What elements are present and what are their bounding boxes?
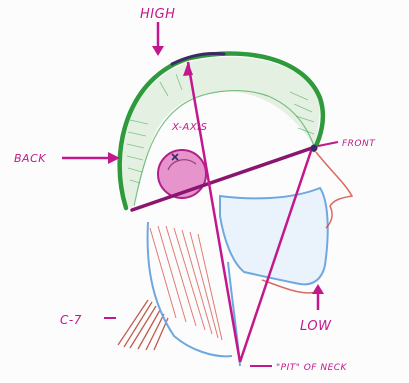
label-front: FRONT [342,139,376,149]
low-arrowhead [312,284,324,294]
face-outline [220,188,328,284]
ear-circle [158,150,206,198]
front-point [311,145,318,152]
label-x-axis: X-AXIS [171,122,208,133]
label-back: BACK [14,152,46,165]
label-low: LOW [300,319,332,334]
label-c7: C-7 [60,313,82,327]
front-arrow [318,142,338,146]
label-pit-of-neck: "PIT" OF NECK [276,363,348,373]
neck-hatching [150,226,222,340]
c7-fan-strokes [118,300,168,350]
label-high: HIGH [140,7,175,22]
high-arrowhead [152,46,164,56]
